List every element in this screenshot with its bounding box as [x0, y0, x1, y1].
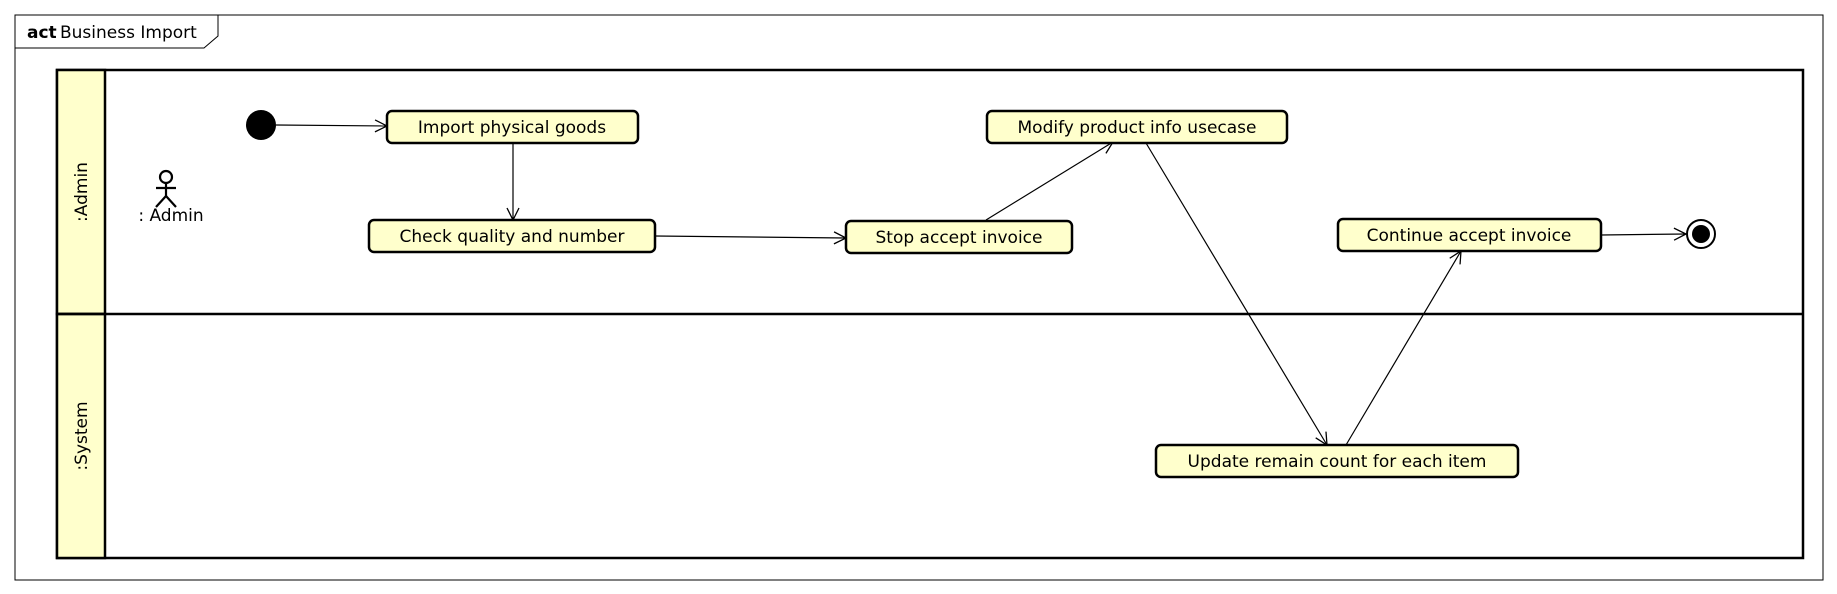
action-check-quality-and-number: Check quality and number [367, 218, 657, 254]
frame-title: Business Import [60, 23, 197, 43]
action-modify-product-info-usecase: Modify product info usecase [985, 109, 1289, 145]
actor-figure [155, 169, 177, 208]
control-flows [275, 125, 1686, 446]
initial-node [246, 110, 276, 140]
action-stop-accept-invoice: Stop accept invoice [844, 219, 1074, 255]
action-label: Check quality and number [400, 227, 625, 247]
action-label: Continue accept invoice [1367, 226, 1572, 246]
lane-header-admin [55, 68, 107, 316]
flow-initial-to-import [275, 125, 387, 126]
flow-stop-to-modify [985, 142, 1113, 221]
flow-check-to-stop [654, 236, 846, 238]
flow-modify-to-update [1145, 142, 1327, 445]
action-label: Stop accept invoice [876, 228, 1043, 248]
frame-keyword: act [27, 23, 57, 43]
action-label: Modify product info usecase [1018, 118, 1257, 138]
action-label: Update remain count for each item [1188, 452, 1487, 472]
flow-continue-to-final [1600, 234, 1686, 235]
action-label: Import physical goods [418, 118, 606, 138]
actor-label: : Admin [138, 206, 203, 226]
lane-label-system: :System [72, 401, 92, 470]
flow-update-to-continue [1345, 251, 1461, 446]
action-update-remain-count: Update remain count for each item [1154, 443, 1520, 479]
frame-name-tab [14, 14, 219, 49]
action-continue-accept-invoice: Continue accept invoice [1336, 217, 1603, 253]
lane-label-admin: :Admin [72, 162, 92, 222]
final-node [1686, 219, 1716, 249]
lane-header-system [55, 312, 107, 560]
action-import-physical-goods: Import physical goods [385, 109, 640, 145]
